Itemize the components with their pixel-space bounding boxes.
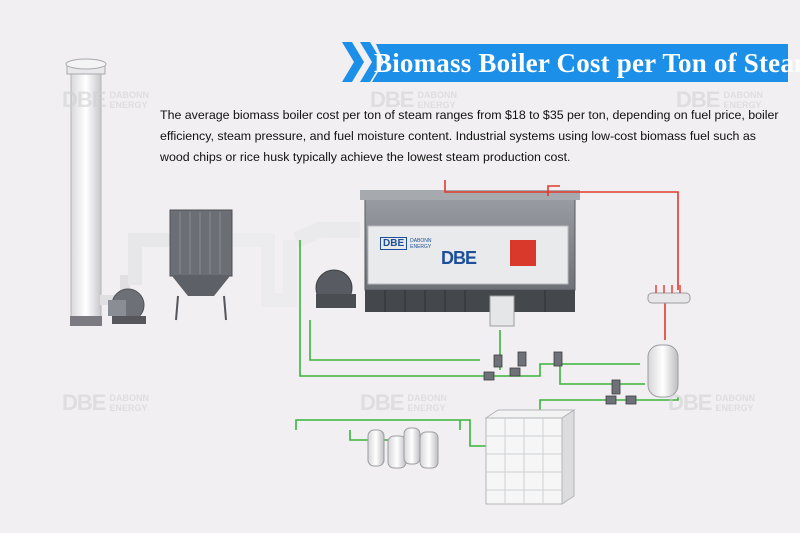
condensate-tank (647, 344, 679, 398)
title-banner: Biomass Boiler Cost per Ton of Steam (338, 38, 800, 86)
banner-shape (342, 42, 788, 82)
water-softener (367, 427, 439, 469)
water-storage-tank (484, 409, 576, 505)
boiler-logo-name-1: DABONN (410, 237, 432, 244)
steam-pipes (444, 180, 679, 340)
chimney (65, 58, 107, 326)
biomass-boiler (315, 190, 580, 327)
boiler-logo: DBE DABONN ENERGY (380, 237, 432, 250)
boiler-logo-name-2: ENERGY (410, 243, 432, 250)
induced-draft-fan (100, 275, 146, 324)
page-title: Biomass Boiler Cost per Ton of Steam (374, 48, 800, 78)
bag-dust-collector (169, 209, 233, 321)
flue-duct (128, 222, 360, 307)
boiler-logo-mark: DBE (380, 237, 408, 250)
boiler-center-logo: DBE (441, 248, 477, 269)
boiler-center-logo-mark: DBE (441, 248, 477, 268)
steam-header (647, 285, 691, 304)
pipe-valves (483, 351, 637, 405)
description-text: The average biomass boiler cost per ton … (160, 108, 779, 164)
